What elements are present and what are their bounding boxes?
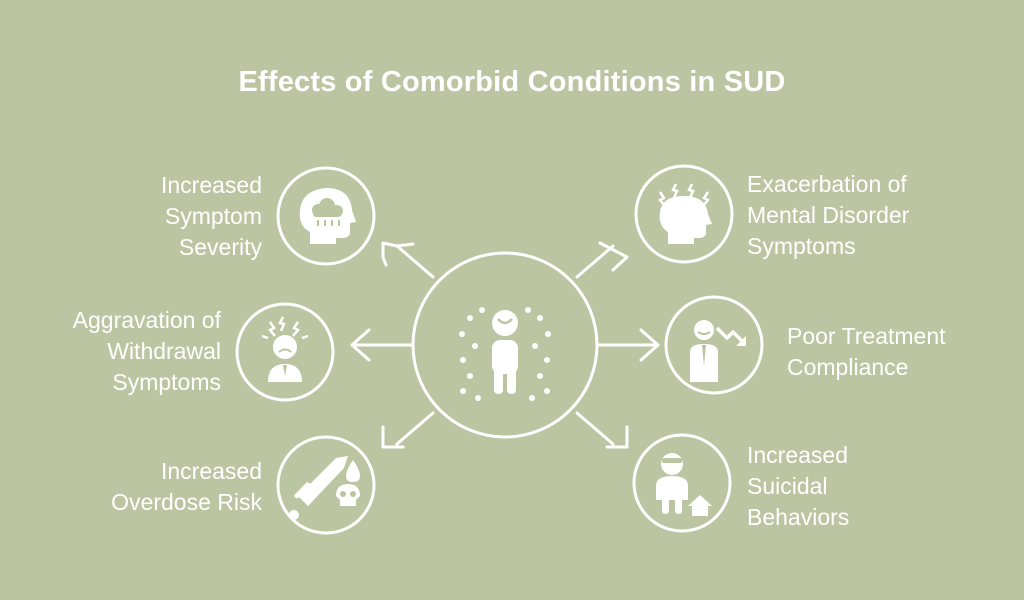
head-lightning-icon [658,183,712,244]
person-down-arrow-icon [690,320,747,382]
person-radiating-icon [459,307,551,401]
person-house-icon [656,453,712,516]
node-circle-overdose [276,435,376,535]
arrow-upper-right [575,241,629,279]
arrow-left [350,328,414,362]
label-symptom-severity: Increased Symptom Severity [160,172,262,260]
node-circle-mental-disorder [634,164,734,264]
node-circle-suicidal [632,433,732,533]
node-circle-withdrawal [235,302,335,402]
diagram-title: Effects of Comorbid Conditions in SUD [238,66,786,98]
label-mental-disorder: Exacerbation of Mental Disorder Symptoms [747,171,910,259]
label-withdrawal: Aggravation of Withdrawal Symptoms [72,307,221,395]
label-overdose: Increased Overdose Risk [111,458,262,515]
node-circle-symptom-severity [276,166,376,266]
label-suicidal: Increased Suicidal Behaviors [747,442,850,530]
arrow-lower-right [575,411,629,449]
dagger-skull-icon [289,456,360,520]
head-rain-cloud-icon [299,188,356,244]
arrow-right [596,328,660,362]
arrow-lower-left [381,411,435,449]
node-circle-treatment-compliance [664,295,764,395]
distressed-person-icon [261,316,309,382]
label-treatment-compliance: Poor Treatment Compliance [787,323,946,380]
arrow-upper-left [381,241,435,279]
